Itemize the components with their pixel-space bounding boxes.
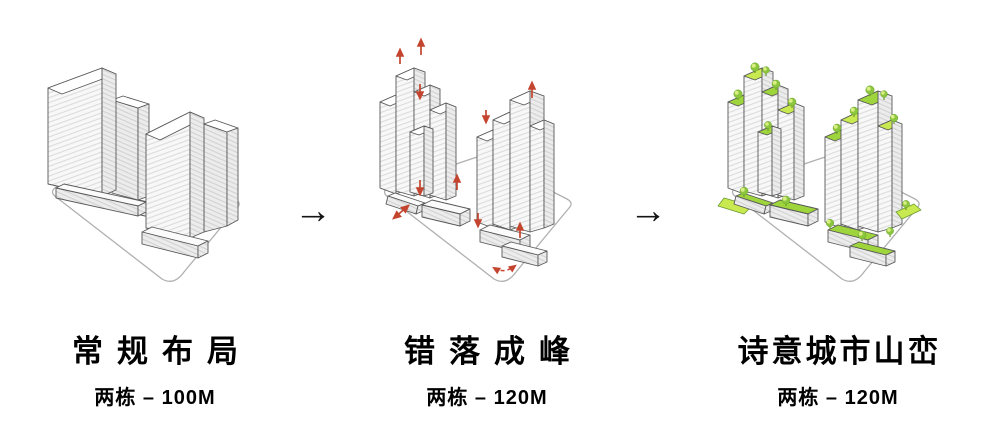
massing-shift-arrows: [392, 37, 537, 275]
panel-subtitle: 两栋 – 120M: [777, 387, 899, 409]
conventional-massing-illustration: [47, 67, 240, 282]
panel-subtitle: 两栋 – 120M: [426, 387, 548, 409]
panel-green-mountains: 诗意城市山峦 两栋 – 120M: [700, 0, 976, 410]
green-massing-illustration: [717, 62, 922, 282]
tower-b-slabs: [476, 90, 555, 233]
tower-a-slabs: [379, 67, 457, 201]
panel-conventional-layout: 常规布局 两栋 – 100M: [20, 0, 290, 410]
panel-subtitle: 两栋 – 100M: [94, 387, 216, 409]
panel-staggered-peaks: 错落成峰 两栋 – 120M: [352, 0, 622, 410]
podium-b-bars: [479, 224, 548, 267]
panel-title: 错落成峰: [404, 334, 584, 369]
transition-arrow-2: →: [629, 190, 667, 232]
podium-a-green: [717, 192, 819, 227]
staggered-massing-illustration: [379, 37, 572, 282]
tower-b-wing: [203, 119, 239, 233]
transition-arrow-1: →: [294, 190, 332, 232]
tower-b-slabs-green: [824, 90, 903, 233]
tower-a: [47, 67, 117, 197]
panel-title: 常规布局: [72, 334, 252, 369]
rooftop-trees: [733, 62, 910, 241]
podium-b: [141, 226, 209, 259]
panel-title: 诗意城市山峦: [737, 334, 942, 369]
tower-a-wing: [111, 95, 150, 201]
tower-b: [145, 111, 205, 239]
tower-a-slabs-green: [727, 67, 805, 201]
